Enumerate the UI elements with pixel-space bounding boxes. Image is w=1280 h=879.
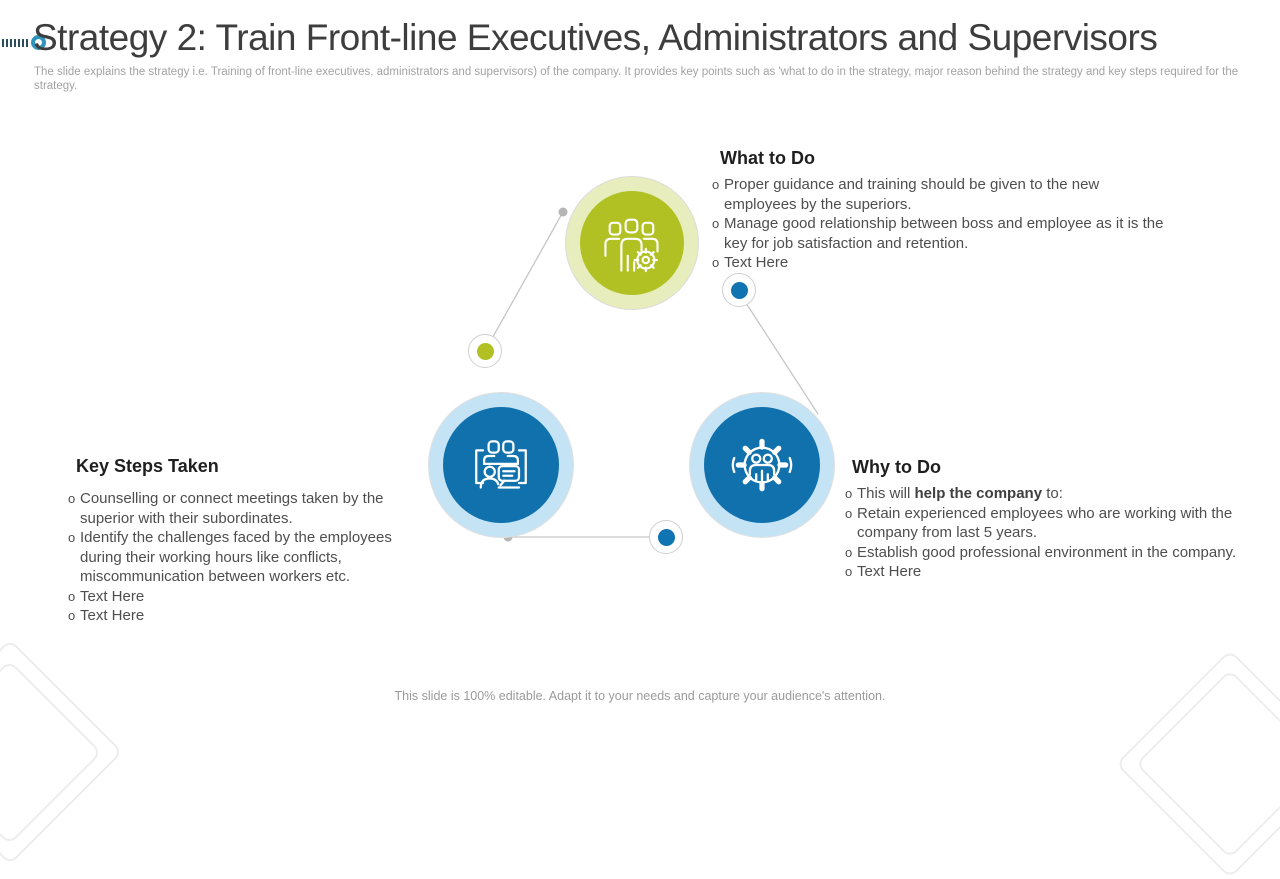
node-key-steps-circle [443,407,559,523]
bullet-text: Proper guidance and training should be g… [724,176,1100,213]
bullet-text: Text Here [80,587,145,605]
bullet-text: Text Here [80,607,145,624]
bullet-text: Text Here [857,563,922,580]
list-item: o Text Here [68,606,420,626]
list-item: o Manage good relationship between boss … [712,214,1164,253]
bullet-text: Manage good relationship between boss an… [724,215,1164,252]
section-heading-why: Why to Do [852,457,941,477]
ribbed-screw-icon [2,35,46,50]
team-settings-icon [604,218,659,273]
bullet-marker: o [68,588,76,604]
list-item: o Retain experienced employees who are w… [845,504,1240,543]
connector-dot-blue-top [722,273,756,307]
list-item: o Text Here [68,587,420,607]
list-item: o Counselling or connect meetings taken … [68,489,420,528]
key-steps-bullet-list: o Counselling or connect meetings taken … [68,489,420,626]
list-item: o Identify the challenges faced by the e… [68,528,420,587]
connector-dot-green [468,334,502,368]
list-item: o This will help the company to: [845,484,1240,504]
node-key-steps [428,392,574,538]
bullet-text: Establish good professional environment … [857,543,1237,561]
bullet-marker: o [845,505,853,521]
node-why-to-do-circle [704,407,820,523]
bullet-text: Text Here [724,254,789,271]
bullet-marker: o [845,564,853,579]
footer-note: This slide is 100% editable. Adapt it to… [394,689,886,703]
bullet-marker: o [712,216,720,231]
section-why-to-do: Why to Do o This will help the company t… [845,457,1240,582]
section-heading-what: What to Do [720,148,815,168]
section-what-to-do: What to Do o Proper guidance and trainin… [712,148,1164,273]
node-what-to-do-circle [580,191,684,295]
what-bullet-list: o Proper guidance and training should be… [712,175,1164,273]
list-item: o Text Here [712,253,1164,273]
bullet-marker: o [712,255,720,270]
list-item: o Text Here [845,562,1240,582]
why-bullet-list: o This will help the company to: o Retai… [845,484,1240,582]
blue-pip-top [730,281,748,299]
people-gear-icon [731,438,793,492]
page-title: Strategy 2: Train Front-line Executives,… [33,17,1158,58]
bullet-marker: o [68,530,76,545]
blue-pip-bottom [657,528,675,546]
section-key-steps: Key Steps Taken o Counselling or connect… [68,456,420,626]
page-subtitle: The slide explains the strategy i.e. Tra… [34,66,1239,92]
bullet-text: Retain experienced employees who are wor… [857,504,1233,542]
bullet-text: Counselling or connect meetings taken by… [80,490,384,527]
bullet-marker: o [68,491,76,506]
list-item: o Proper guidance and training should be… [712,175,1164,214]
bullet-text: Identify the challenges faced by the emp… [80,529,392,585]
donut-circle-icon [31,35,46,50]
green-pip [476,342,494,360]
bullet-marker: o [845,544,853,560]
meeting-discussion-icon [475,440,527,489]
node-what-to-do [565,176,699,310]
bullet-marker: o [845,486,853,501]
ribbed-bars [2,38,28,47]
bullet-text: This will help the company to: [857,485,1063,502]
node-why-to-do [689,392,835,538]
bullet-marker: o [712,177,720,192]
connector-dot-blue-bottom [649,520,683,554]
section-heading-key-steps: Key Steps Taken [76,456,219,476]
bullet-marker: o [68,608,76,623]
list-item: o Establish good professional environmen… [845,543,1240,563]
